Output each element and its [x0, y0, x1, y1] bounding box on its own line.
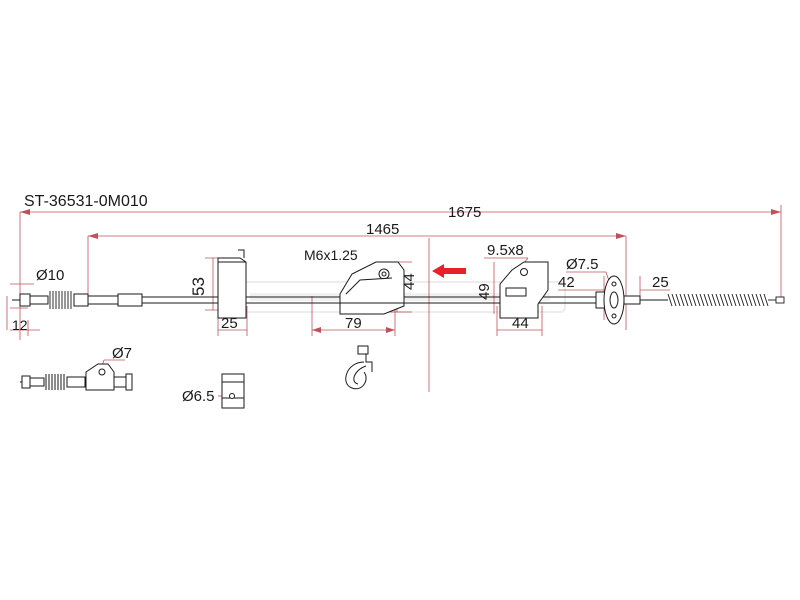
dim-slot-size: 9.5x8 — [487, 242, 524, 259]
dim-left-end-offset: 12 — [12, 317, 28, 333]
dim-bracket-height: 53 — [189, 277, 208, 296]
dim-detail-end-diameter: Ø7 — [112, 345, 133, 362]
right-grommet — [595, 275, 668, 325]
dim-detail-clip-diameter: Ø6.5 — [182, 388, 215, 405]
part-number: ST-36531-0M010 — [24, 193, 148, 210]
detail-left-end — [20, 363, 133, 391]
dim-bracket2-height: 49 — [476, 283, 493, 300]
dim-thread: M6x1.25 — [304, 247, 358, 263]
direction-arrow-icon — [432, 264, 466, 278]
dim-bracket2-width: 44 — [512, 315, 529, 332]
dim-bracket-width: 25 — [221, 315, 238, 332]
detail-spring-clip — [345, 345, 373, 390]
dim-mount-height: 44 — [401, 273, 418, 290]
left-end-fitting — [19, 291, 143, 309]
detail-clip — [221, 373, 245, 409]
mount-bracket — [339, 261, 405, 315]
bracket-2 — [499, 261, 549, 319]
dim-grommet-diameter: Ø7.5 — [566, 256, 599, 273]
dim-overall-length: 1675 — [448, 204, 482, 221]
dim-spring-length: 25 — [652, 274, 669, 291]
dim-left-end-diameter: Ø10 — [36, 267, 65, 284]
bracket-1 — [217, 249, 247, 319]
dim-mount-spacing: 79 — [345, 315, 362, 332]
right-spring — [667, 293, 785, 307]
dim-grommet-offset: 42 — [558, 274, 575, 291]
left-spring-coils — [49, 291, 72, 309]
dim-inner-length: 1465 — [366, 221, 400, 238]
